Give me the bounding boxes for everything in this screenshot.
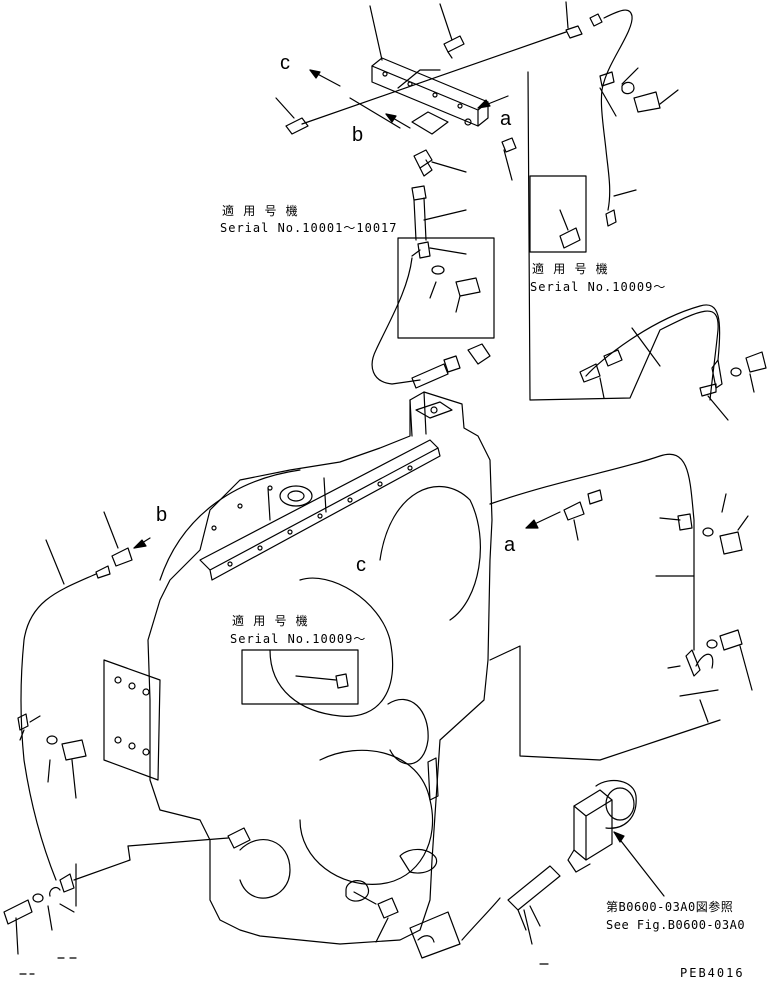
callout-c-top: c — [280, 52, 290, 74]
leader-lines-top — [275, 1, 679, 313]
serial-note-2-en: Serial No.10009〜 — [530, 280, 667, 294]
serial-box-3 — [241, 649, 359, 705]
callout-b-top: b — [352, 124, 364, 146]
fittings-right — [489, 453, 753, 723]
fitting-top — [285, 35, 517, 153]
callout-b-left: b — [156, 504, 168, 526]
callout-c-center: c — [356, 554, 366, 576]
serial-note-1-en: Serial No.10001〜10017 — [220, 221, 398, 235]
reference-note-jp: 第B0600-03A0図参照 — [606, 900, 734, 914]
callout-a-right: a — [504, 534, 516, 556]
serial-note-3-jp: 適 用 号 機 — [232, 614, 309, 628]
callout-a-top: a — [500, 108, 512, 130]
serial-note-2-jp: 適 用 号 機 — [532, 262, 609, 276]
serial-note-3-en: Serial No.10009〜 — [230, 632, 367, 646]
serial-box-2 — [529, 175, 587, 253]
fittings-right-mid — [579, 304, 767, 421]
bracket-plate — [411, 111, 449, 135]
fittings-bottom — [353, 779, 665, 965]
drawing-code: PEB4016 — [680, 966, 745, 980]
plug-serial3 — [335, 673, 349, 689]
transmission-housing — [103, 391, 721, 945]
serial-note-1-jp: 適 用 号 機 — [222, 204, 299, 218]
serial-box-1 — [397, 237, 495, 339]
clamp-serial1 — [371, 241, 481, 385]
dash-marks — [19, 957, 77, 975]
fitting-serial2 — [559, 227, 581, 249]
arrows-top — [309, 69, 509, 129]
elbow-fitting — [411, 149, 433, 241]
fittings-left — [3, 511, 229, 955]
fittings-mid — [411, 343, 491, 389]
reference-note-en: See Fig.B0600-03A0 — [606, 918, 746, 932]
tube-top-right — [301, 9, 719, 401]
